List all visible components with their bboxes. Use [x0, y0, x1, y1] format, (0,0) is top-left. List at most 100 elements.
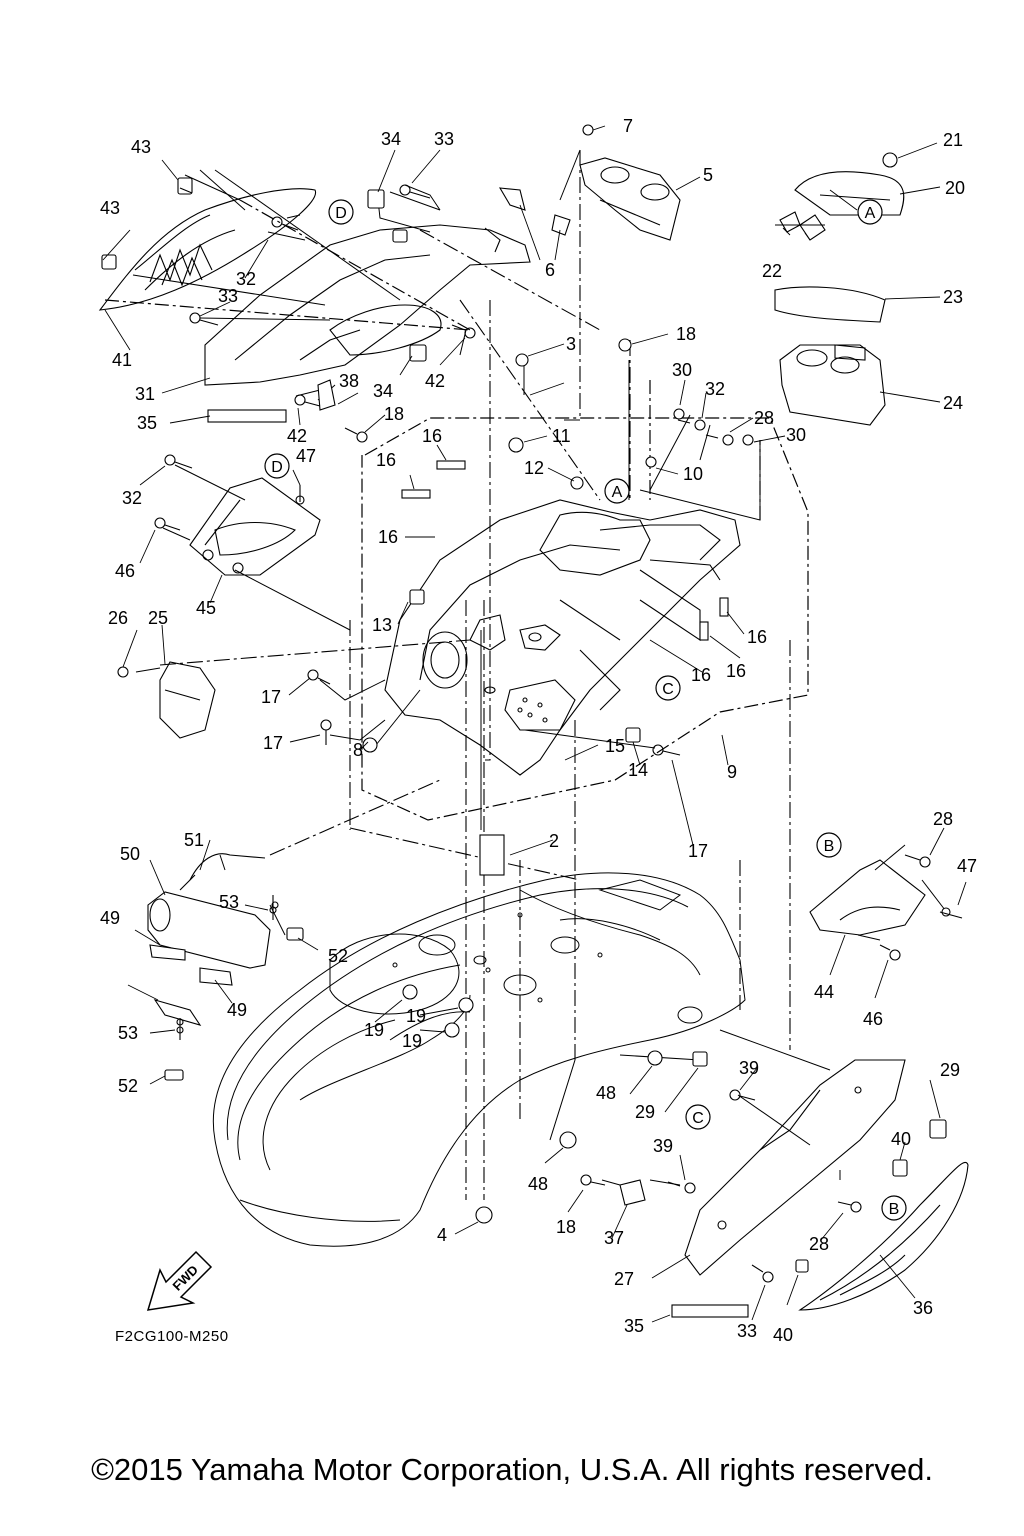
part-number: 29: [940, 1060, 960, 1080]
part-number: 28: [754, 408, 774, 428]
callout-letter: A: [612, 484, 623, 501]
bolt-42-upper: [179, 187, 193, 194]
callout-C-low: C: [685, 1104, 711, 1130]
bracket-43: [809, 859, 926, 936]
part-number: 42: [425, 371, 445, 391]
hull: [212, 872, 746, 1247]
part-number: 46: [115, 561, 135, 581]
part-number: 22: [762, 261, 782, 281]
part-number: 37: [604, 1228, 624, 1248]
part-number: 40: [891, 1129, 911, 1149]
part-number: 7: [623, 116, 633, 136]
part-number: 53: [118, 1023, 138, 1043]
part-number: 16: [378, 527, 398, 547]
upper-cover-30: [204, 224, 531, 386]
copyright-notice: ©2015 Yamaha Motor Corporation, U.S.A. A…: [91, 1452, 933, 1487]
part-number: 34: [381, 129, 401, 149]
part-number: 2: [549, 831, 559, 851]
part-number: 10: [683, 464, 703, 484]
part-number: 27: [614, 1269, 634, 1289]
part-number: 4: [437, 1225, 447, 1245]
callout-letter: C: [662, 681, 674, 698]
part-number: 18: [676, 324, 696, 344]
part-number: 21: [943, 130, 963, 150]
battery-49: [147, 853, 271, 969]
callout-D-top: D: [328, 199, 354, 225]
part-number: 30: [786, 425, 806, 445]
rear-cover-26: [684, 1059, 906, 1276]
part-number: 23: [943, 287, 963, 307]
part-number: 16: [747, 627, 767, 647]
part-number: 17: [263, 733, 283, 753]
part-number: 38: [339, 371, 359, 391]
part-number: 42: [287, 426, 307, 446]
callout-letter: B: [824, 838, 835, 855]
leader-lines: [159, 150, 791, 1200]
part-labels: 2 3 4 5 6 7 8 9 10 11 12 13 14 15 16 16 …: [100, 116, 977, 1345]
part-number: 14: [628, 760, 648, 780]
part-number: 50: [120, 844, 140, 864]
part-number: 16: [422, 426, 442, 446]
callout-letter: A: [865, 205, 876, 222]
part-number: 45: [196, 598, 216, 618]
part-number: 19: [406, 1006, 426, 1026]
part-number: 9: [727, 762, 737, 782]
part-number: 28: [809, 1234, 829, 1254]
part-number: 46: [863, 1009, 883, 1029]
diagram-reference-code: F2CG100-M250: [115, 1328, 229, 1345]
part-number: 39: [653, 1136, 673, 1156]
part-number: 47: [296, 446, 316, 466]
part-number: 35: [137, 413, 157, 433]
part-number: 6: [545, 260, 555, 280]
part-number: 8: [353, 740, 363, 760]
part-number: 41: [112, 350, 132, 370]
part-number: 19: [364, 1020, 384, 1040]
part-number: 34: [373, 381, 393, 401]
part-number: 20: [945, 178, 965, 198]
part-number: 26: [108, 608, 128, 628]
part-number: 32: [705, 379, 725, 399]
part-number: 13: [372, 615, 392, 635]
callout-letter: C: [692, 1110, 704, 1127]
callout-C-mid: C: [655, 675, 681, 701]
part-number: 39: [739, 1058, 759, 1078]
part-number: 17: [688, 841, 708, 861]
small-parts: [101, 124, 951, 1318]
part-number: 52: [328, 946, 348, 966]
part-number: 44: [814, 982, 834, 1002]
side-cover-40: [98, 188, 317, 311]
part-number: 15: [605, 736, 625, 756]
part-number: 25: [148, 608, 168, 628]
callout-B-low: B: [881, 1195, 907, 1221]
part-number: 31: [135, 384, 155, 404]
side-panel-35: [798, 1162, 969, 1311]
part-number: 17: [261, 687, 281, 707]
meter-5: [498, 157, 681, 241]
part-number: 53: [219, 892, 239, 912]
callout-letter: B: [889, 1201, 900, 1218]
part-number: 35: [624, 1316, 644, 1336]
part-number: 48: [528, 1174, 548, 1194]
part-number: 33: [737, 1321, 757, 1341]
part-number: 16: [726, 661, 746, 681]
fwd-arrow: FWD: [146, 1250, 213, 1311]
part-number: 51: [184, 830, 204, 850]
callout-A-top: A: [857, 199, 883, 225]
callout-letter: D: [271, 459, 283, 476]
part-number: 47: [957, 856, 977, 876]
part-number: 12: [524, 458, 544, 478]
part-number: 16: [376, 450, 396, 470]
label-leaders: [102, 125, 967, 1323]
part-number: 18: [384, 404, 404, 424]
part-number: 33: [434, 129, 454, 149]
callout-D-mid: D: [264, 453, 290, 479]
part-number: 43: [100, 198, 120, 218]
dashed-assembly-boxes: [104, 199, 809, 821]
part-number: 5: [703, 165, 713, 185]
bolts: [154, 184, 963, 1283]
part-number: 28: [933, 809, 953, 829]
part-number: 40: [773, 1325, 793, 1345]
part-number: 36: [913, 1298, 933, 1318]
part-number: 52: [118, 1076, 138, 1096]
